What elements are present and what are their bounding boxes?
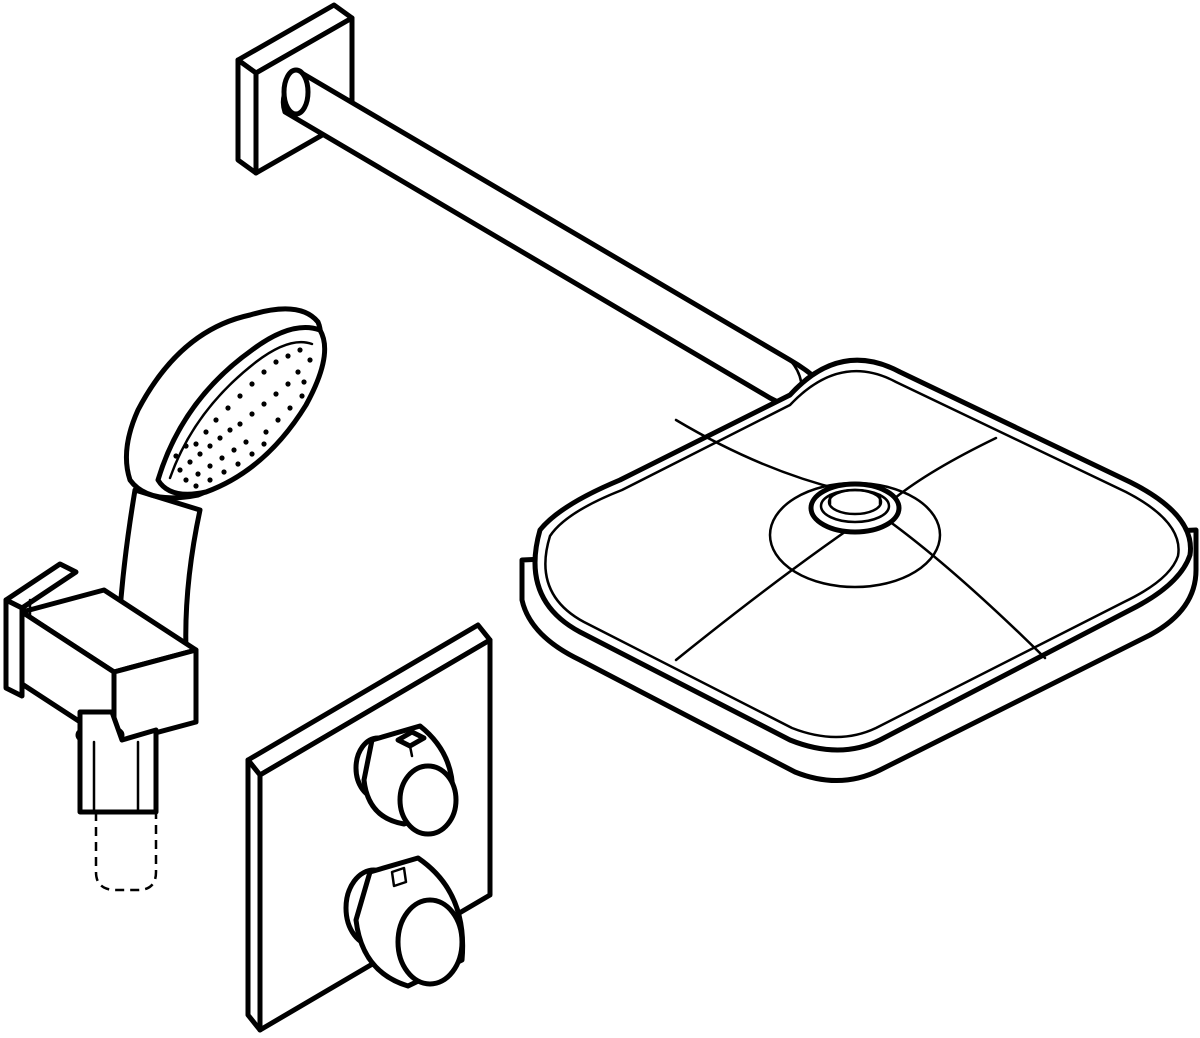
hand-shower: [115, 306, 328, 665]
shower-hose: [77, 709, 159, 892]
temperature-knob: [353, 723, 459, 837]
spray-nozzles: [173, 347, 313, 489]
head-shower: [519, 357, 1199, 783]
flow-knob: [343, 855, 466, 989]
